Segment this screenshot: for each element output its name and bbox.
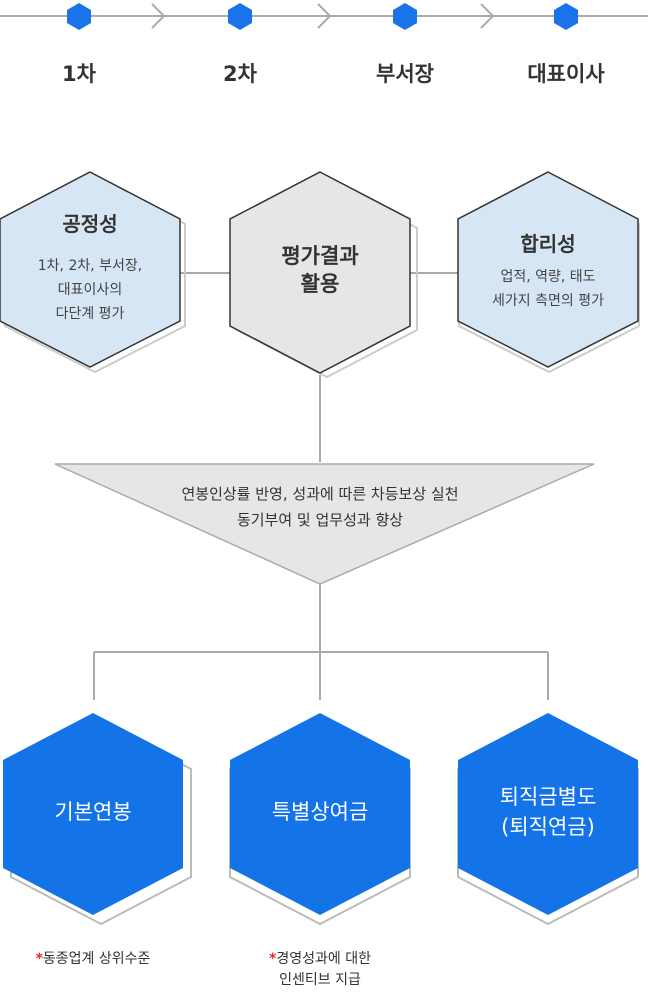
note-star: * bbox=[35, 951, 43, 967]
severance-title: 퇴직금별도 (퇴직연금) bbox=[499, 785, 597, 839]
step-label-3: 부서장 bbox=[376, 62, 434, 86]
rationality-hex bbox=[457, 171, 639, 368]
rationality-desc: 업적, 역량, 태도 세가지 측면의 평가 bbox=[492, 269, 604, 309]
chevron-right-icon bbox=[151, 3, 166, 29]
bonus-hex bbox=[230, 713, 410, 915]
basic-salary-note: *동종업계 상위수준 bbox=[35, 951, 151, 967]
center-hex bbox=[229, 171, 411, 374]
severance-hex bbox=[458, 713, 638, 915]
rationality-title: 합리성 bbox=[520, 232, 576, 256]
step-label-1: 1차 bbox=[62, 62, 96, 86]
chevron-right-icon bbox=[480, 3, 495, 29]
chevron-right-icon bbox=[317, 3, 332, 29]
center-title: 평가결과 활용 bbox=[281, 244, 359, 296]
bonus-note: *경영성과에 대한 인센티브 지급 bbox=[269, 951, 371, 988]
step-label-4: 대표이사 bbox=[527, 62, 605, 86]
step-dot-3 bbox=[393, 3, 417, 30]
note-star: * bbox=[269, 951, 277, 967]
fairness-title: 공정성 bbox=[62, 212, 118, 236]
step-dot-4 bbox=[554, 3, 578, 30]
step-dot-2 bbox=[228, 3, 252, 30]
basic-salary-hex bbox=[3, 713, 183, 915]
funnel-text: 연봉인상률 반영, 성과에 따른 차등보상 실천 동기부여 및 업무성과 향상 bbox=[181, 485, 459, 529]
step-dot-1 bbox=[67, 3, 91, 30]
bonus-title: 특별상여금 bbox=[271, 800, 369, 824]
fairness-desc: 1차, 2차, 부서장, 대표이사의 다단계 평가 bbox=[37, 258, 143, 322]
fairness-hex bbox=[0, 171, 181, 368]
step-label-2: 2차 bbox=[223, 62, 257, 86]
funnel-triangle bbox=[54, 463, 595, 585]
basic-salary-title: 기본연봉 bbox=[54, 800, 132, 824]
